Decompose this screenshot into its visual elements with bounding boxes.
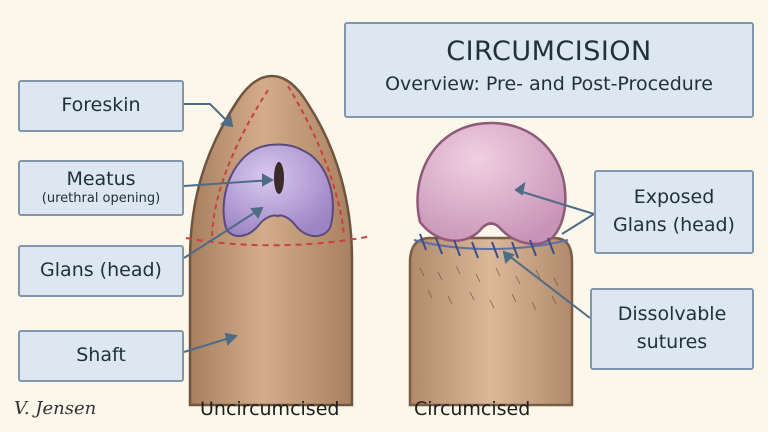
uncircumcised-figure xyxy=(185,74,373,407)
meatus-sublabel: (urethral opening) xyxy=(41,191,161,207)
meatus-label-box: Meatus (urethral opening) xyxy=(18,160,184,216)
sutures-label-line2: sutures xyxy=(636,331,708,353)
meatus-label: Meatus xyxy=(66,167,136,190)
foreskin-cut-line-right xyxy=(287,85,345,237)
right-glans-shape xyxy=(416,121,567,246)
leader-lines xyxy=(183,103,595,353)
right-shaft-shape xyxy=(408,236,574,407)
circumcision-cut-line xyxy=(185,235,373,247)
artist-signature: V. Jensen xyxy=(14,398,97,419)
circumcised-figure xyxy=(408,121,574,407)
title-box: CIRCUMCISION Overview: Pre- and Post-Pro… xyxy=(344,22,754,118)
glans-leader xyxy=(183,207,263,259)
exposed-glans-label-line2: Glans (head) xyxy=(613,214,735,236)
exposed-glans-leader-2 xyxy=(561,213,595,235)
sutures-label-line1: Dissolvable xyxy=(617,303,727,326)
left-shaft-shape xyxy=(188,74,354,407)
hair-texture xyxy=(419,265,559,311)
shaft-label-box: Shaft xyxy=(18,330,184,382)
page-subtitle: Overview: Pre- and Post-Procedure xyxy=(385,73,713,95)
glans-label-box: Glans (head) xyxy=(18,245,184,297)
foreskin-leader xyxy=(184,103,233,127)
glans-label: Glans (head) xyxy=(40,259,162,282)
caption-uncircumcised: Uncircumcised xyxy=(200,398,340,420)
exposed-glans-leader-1 xyxy=(515,189,595,215)
foreskin-label: Foreskin xyxy=(61,94,141,117)
suture-stitches xyxy=(419,233,555,259)
caption-circumcised: Circumcised xyxy=(414,398,531,420)
exposed-glans-label-box: Exposed Glans (head) xyxy=(594,170,754,254)
foreskin-label-box: Foreskin xyxy=(18,80,184,132)
shaft-label: Shaft xyxy=(76,344,126,367)
page-title: CIRCUMCISION xyxy=(446,36,652,67)
exposed-glans-label-line1: Exposed xyxy=(633,186,715,209)
meatus-opening xyxy=(274,162,284,194)
sutures-leader xyxy=(503,251,591,319)
sutures-label-box: Dissolvable sutures xyxy=(590,288,754,370)
meatus-leader xyxy=(183,179,273,187)
foreskin-cut-line-left xyxy=(211,89,269,237)
